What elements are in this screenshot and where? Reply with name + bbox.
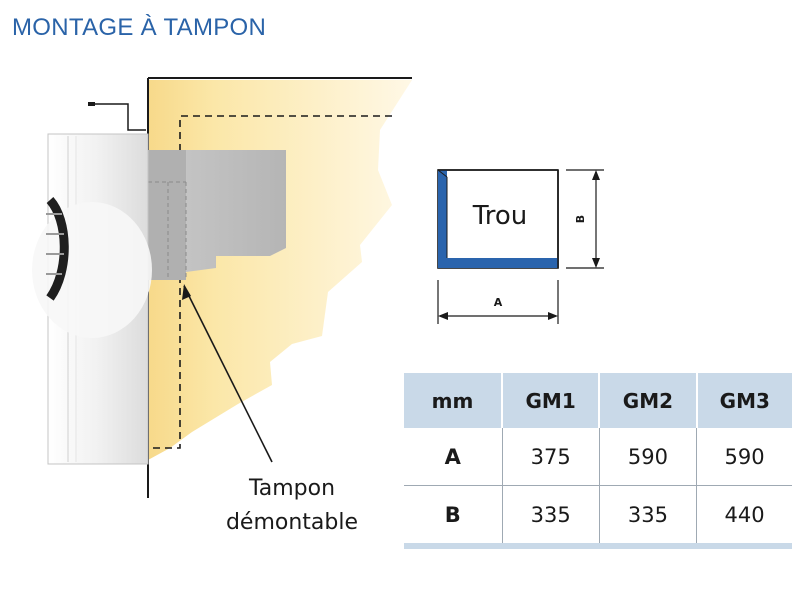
- header-gm1: GM1: [500, 373, 600, 428]
- row-label-b: B: [404, 485, 502, 549]
- header-gm3: GM3: [695, 373, 792, 428]
- cell-a-gm2: 590: [598, 428, 697, 486]
- page-title: MONTAGE À TAMPON: [12, 14, 267, 41]
- cell-b-gm3: 440: [696, 485, 792, 549]
- table-row: A 375 590 590: [404, 428, 792, 486]
- row-label-a: A: [404, 428, 502, 486]
- table-row: B 335 335 440: [404, 485, 792, 549]
- hole-schematic: [437, 169, 559, 269]
- callout-label-line2: démontable: [226, 510, 358, 535]
- dimension-a: [437, 280, 559, 324]
- dimension-a-label: A: [494, 296, 503, 309]
- mounting-plug: [148, 150, 286, 280]
- cell-b-gm2: 335: [598, 485, 697, 549]
- dimension-b: [566, 169, 604, 269]
- power-cable: [88, 102, 146, 131]
- table-header-row: mm GM1 GM2 GM3: [404, 373, 792, 428]
- dimensions-table: mm GM1 GM2 GM3 A 375 590 590 B 335 335 4…: [404, 373, 792, 549]
- wall: [147, 77, 412, 498]
- grille-icon: [46, 196, 69, 301]
- hole-label: Trou: [472, 201, 528, 231]
- opening-outline: [148, 115, 392, 449]
- cell-a-gm3: 590: [696, 428, 792, 486]
- cell-b-gm1: 335: [501, 485, 600, 549]
- dimension-b-label: B: [574, 215, 587, 223]
- unit-front-panel: [32, 133, 152, 465]
- callout-arrow: [182, 284, 273, 463]
- cell-a-gm1: 375: [501, 428, 600, 486]
- header-gm2: GM2: [598, 373, 697, 428]
- header-unit: mm: [404, 373, 502, 428]
- callout-label-line1: Tampon: [248, 476, 335, 501]
